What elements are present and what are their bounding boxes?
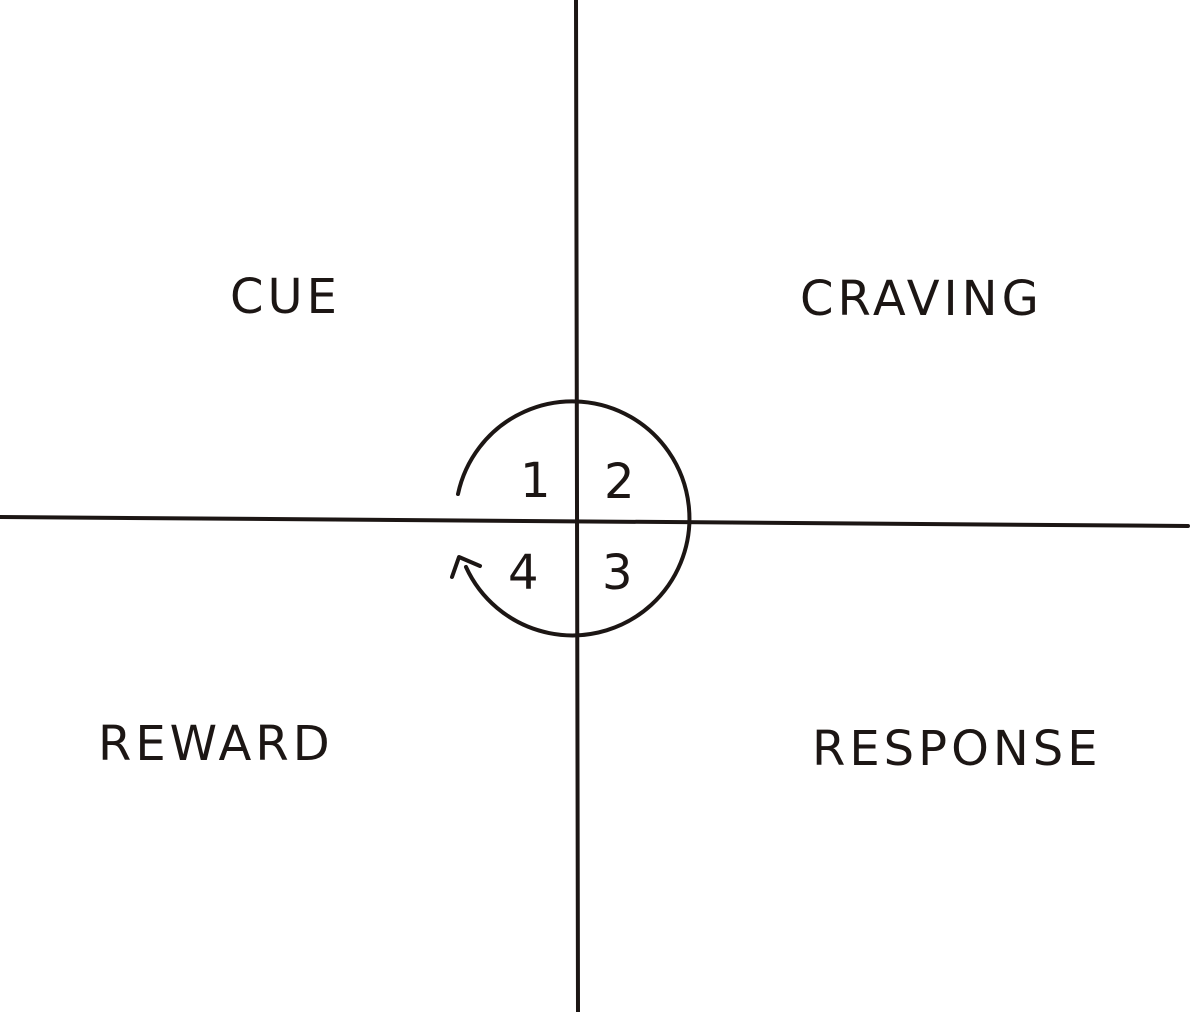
- cycle-arrowhead-icon: [450, 555, 482, 579]
- quadrant-label-response: RESPONSE: [812, 721, 1102, 777]
- quadrant-label-reward: REWARD: [98, 716, 334, 772]
- cycle-arc: [456, 399, 692, 638]
- vertical-axis: [574, 0, 580, 1012]
- horizontal-axis: [0, 515, 1190, 528]
- circle-number-2: 2: [604, 454, 635, 510]
- circle-number-4: 4: [508, 545, 539, 601]
- quadrant-label-cue: CUE: [230, 269, 341, 325]
- circle-number-1: 1: [520, 453, 551, 509]
- circle-number-3: 3: [602, 545, 633, 601]
- quadrant-label-craving: CRAVING: [800, 271, 1043, 327]
